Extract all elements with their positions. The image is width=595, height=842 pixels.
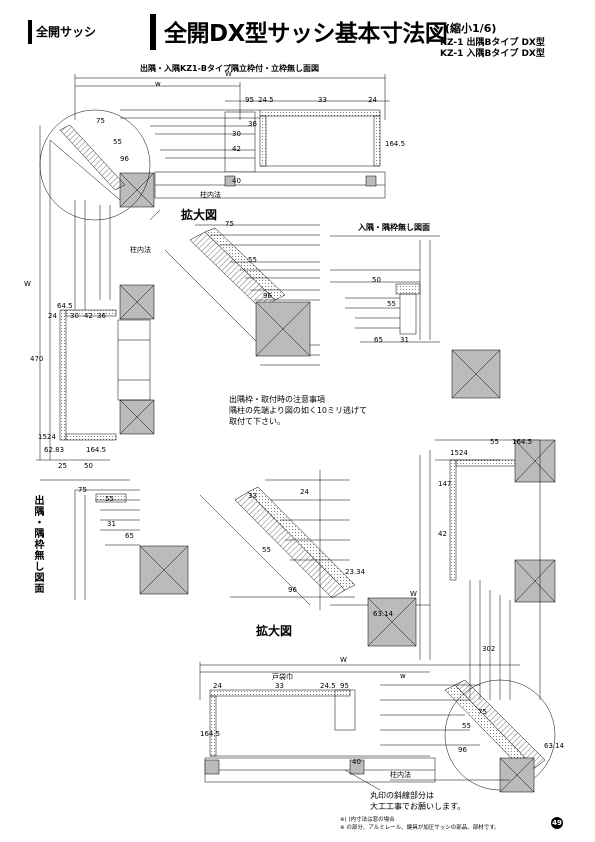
dim-65-lower: 65: [125, 532, 134, 540]
dim-33-bottom: 33: [275, 682, 284, 690]
dim-164-5-left: 164.5: [86, 446, 107, 454]
section-label-text: 全開サッシ: [36, 25, 97, 39]
title-bar: [150, 14, 156, 50]
type-item: KZ-1 入隅Bタイプ DX型: [440, 49, 545, 59]
dim-96-bottom: 96: [458, 746, 467, 754]
dim-96-enl2: 96: [288, 586, 297, 594]
note-line: 丸印の斜線部分は: [370, 791, 434, 800]
note-line: 隅柱の先端より図の如く10ミリ逃げて: [229, 406, 368, 415]
dim-75-lower: 75: [78, 486, 87, 494]
dim-w-top: W: [225, 70, 232, 78]
dim-55-enl2: 55: [262, 546, 271, 554]
pillar-label-left: 柱内法: [130, 246, 151, 254]
dim-40: 40: [232, 177, 241, 185]
page-title: 全開DX型サッシ基本寸法図: [164, 21, 448, 47]
dim-164-5-bottom: 164.5: [200, 730, 221, 738]
section-label: 全開サッシ: [0, 20, 130, 44]
dim-55-lower: 55: [105, 495, 114, 503]
dim-95-bottom: 95: [340, 682, 349, 690]
drawing-subtitle: 出隅・入隅KZ1-Bタイプ隅立枠付・立枠無し面図: [140, 64, 319, 73]
dim-1524-rt: 1524: [450, 449, 468, 457]
dim-55: 55: [113, 138, 122, 146]
dim-55-enl: 55: [248, 256, 257, 264]
dim-65-right: 65: [374, 336, 383, 344]
dim-24: 24: [368, 96, 377, 104]
dim-75-enl: 75: [225, 220, 234, 228]
dim-50-left: 50: [84, 462, 93, 470]
page-number: 49: [551, 817, 563, 829]
door-width-label: 戸袋巾: [272, 673, 293, 681]
dim-24-enl2: 24: [300, 488, 309, 496]
dim-36: 36: [248, 120, 257, 128]
dim-62-83: 62.83: [44, 446, 65, 454]
note-line: 取付て下さい。: [229, 417, 285, 426]
dim-24-left: 24: [48, 312, 57, 320]
footnote-line: ※( )内寸法は窓の場合: [340, 817, 395, 823]
dim-75-bottom: 75: [478, 708, 487, 716]
dim-42: 42: [232, 145, 241, 153]
dim-50-right: 50: [372, 276, 381, 284]
footnote-line: ※ の部分、アルミレール、鍵具が加圧サッシの部品、部材です。: [340, 825, 500, 831]
dim-63-14: 63.14: [544, 742, 565, 750]
dim-75: 75: [96, 117, 105, 125]
dim-1524: 1524: [38, 433, 56, 441]
dim-31-lower: 31: [107, 520, 116, 528]
note-line: 大工工事でお願いします。: [370, 802, 466, 811]
footnotes: ※( )内寸法は窓の場合 ※ の部分、アルミレール、鍵具が加圧サッシの部品、部材…: [340, 816, 500, 832]
dim-36-left: 36: [97, 312, 106, 320]
pillar-label-top: 柱内法: [200, 191, 221, 199]
dim-164-5: 164.5: [385, 140, 406, 148]
dim-w-lower-bottom: w: [400, 672, 406, 680]
dim-33: 33: [318, 96, 327, 104]
dim-42-rt: 42: [438, 530, 447, 538]
dim-40-bottom: 40: [352, 758, 361, 766]
note-line: 出隅枠・取付時の注意事項: [229, 395, 325, 404]
dim-55-rt: 55: [490, 438, 499, 446]
dim-64-5: 64.5: [57, 302, 73, 310]
dim-470: 470: [30, 355, 44, 363]
inside-corner-no-frame-label: 入隅・隅枠無し図面: [358, 223, 430, 232]
install-note: 出隅枠・取付時の注意事項 隅柱の先端より図の如く10ミリ逃げて 取付て下さい。: [229, 394, 367, 427]
dim-25: 25: [58, 462, 67, 470]
section-bar: [28, 20, 32, 44]
dim-31-right: 31: [400, 336, 409, 344]
enlarged-view-label-2: 拡大図: [256, 624, 293, 638]
dim-33-enl2: 33: [248, 492, 257, 500]
dim-147: 147: [438, 480, 452, 488]
dim-24-5-bottom: 24.5: [320, 682, 336, 690]
dim-65-14: 63.14: [373, 610, 394, 618]
dim-96-enl: 96: [263, 292, 272, 300]
dim-30-left: 30: [70, 312, 79, 320]
dim-30: 30: [232, 130, 241, 138]
dim-55-bottom: 55: [462, 722, 471, 730]
scale-label: (縮小1/6): [445, 22, 497, 35]
type-item: KZ-1 出隅Bタイプ DX型: [440, 38, 545, 48]
dim-w-lower: w: [155, 80, 161, 88]
carpentry-note: 丸印の斜線部分は 大工工事でお願いします。: [370, 790, 465, 812]
dim-23-34: 23.34: [345, 568, 366, 576]
outside-corner-no-frame-label: 出隅・隅枠無し図面: [32, 495, 43, 594]
dim-42-left: 42: [84, 312, 93, 320]
dim-24-5: 24.5: [258, 96, 274, 104]
pillar-label-bottom: 柱内法: [390, 771, 411, 779]
dim-302: 302: [482, 645, 496, 653]
dim-w-left: W: [24, 280, 31, 288]
enlarged-view-label-1: 拡大図: [181, 208, 218, 222]
dim-164-5-rt: 164.5: [512, 438, 533, 446]
dim-w-rt: W: [410, 590, 417, 598]
dim-24-bottom: 24: [213, 682, 222, 690]
dim-96: 96: [120, 155, 129, 163]
type-list: KZ-1 出隅Bタイプ DX型 KZ-1 入隅Bタイプ DX型: [440, 38, 545, 60]
dim-95: 95: [245, 96, 254, 104]
dim-w-bottom: W: [340, 656, 347, 664]
dim-55-right: 55: [387, 300, 396, 308]
